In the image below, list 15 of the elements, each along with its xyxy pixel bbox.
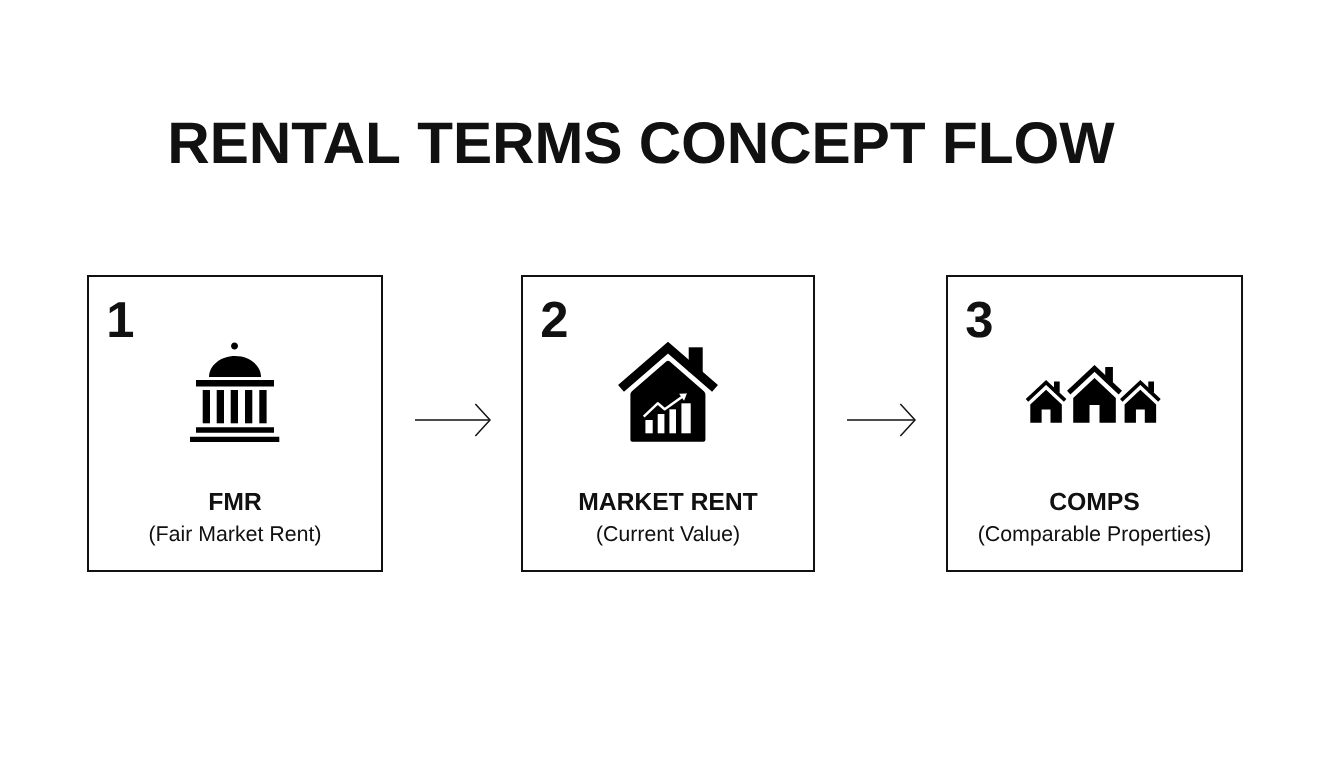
- term-heading: FMR: [209, 493, 262, 510]
- step-box: [946, 275, 1243, 572]
- step-number: 3: [966, 301, 992, 338]
- term-description: (Current Value): [597, 525, 739, 546]
- step-box: [87, 275, 383, 572]
- title: RENTAL TERMS CONCEPT FLOW: [171, 122, 1115, 164]
- term-heading: MARKET RENT: [579, 493, 758, 510]
- arrow: [414, 403, 491, 437]
- term-heading: COMPS: [1050, 492, 1139, 511]
- term-description: (Fair Market Rent): [149, 525, 321, 546]
- term-description: (Comparable Properties): [979, 525, 1210, 546]
- step-box: [521, 275, 815, 572]
- step-number: 2: [542, 301, 567, 337]
- arrow: [846, 403, 916, 437]
- step-number: 1: [109, 302, 134, 337]
